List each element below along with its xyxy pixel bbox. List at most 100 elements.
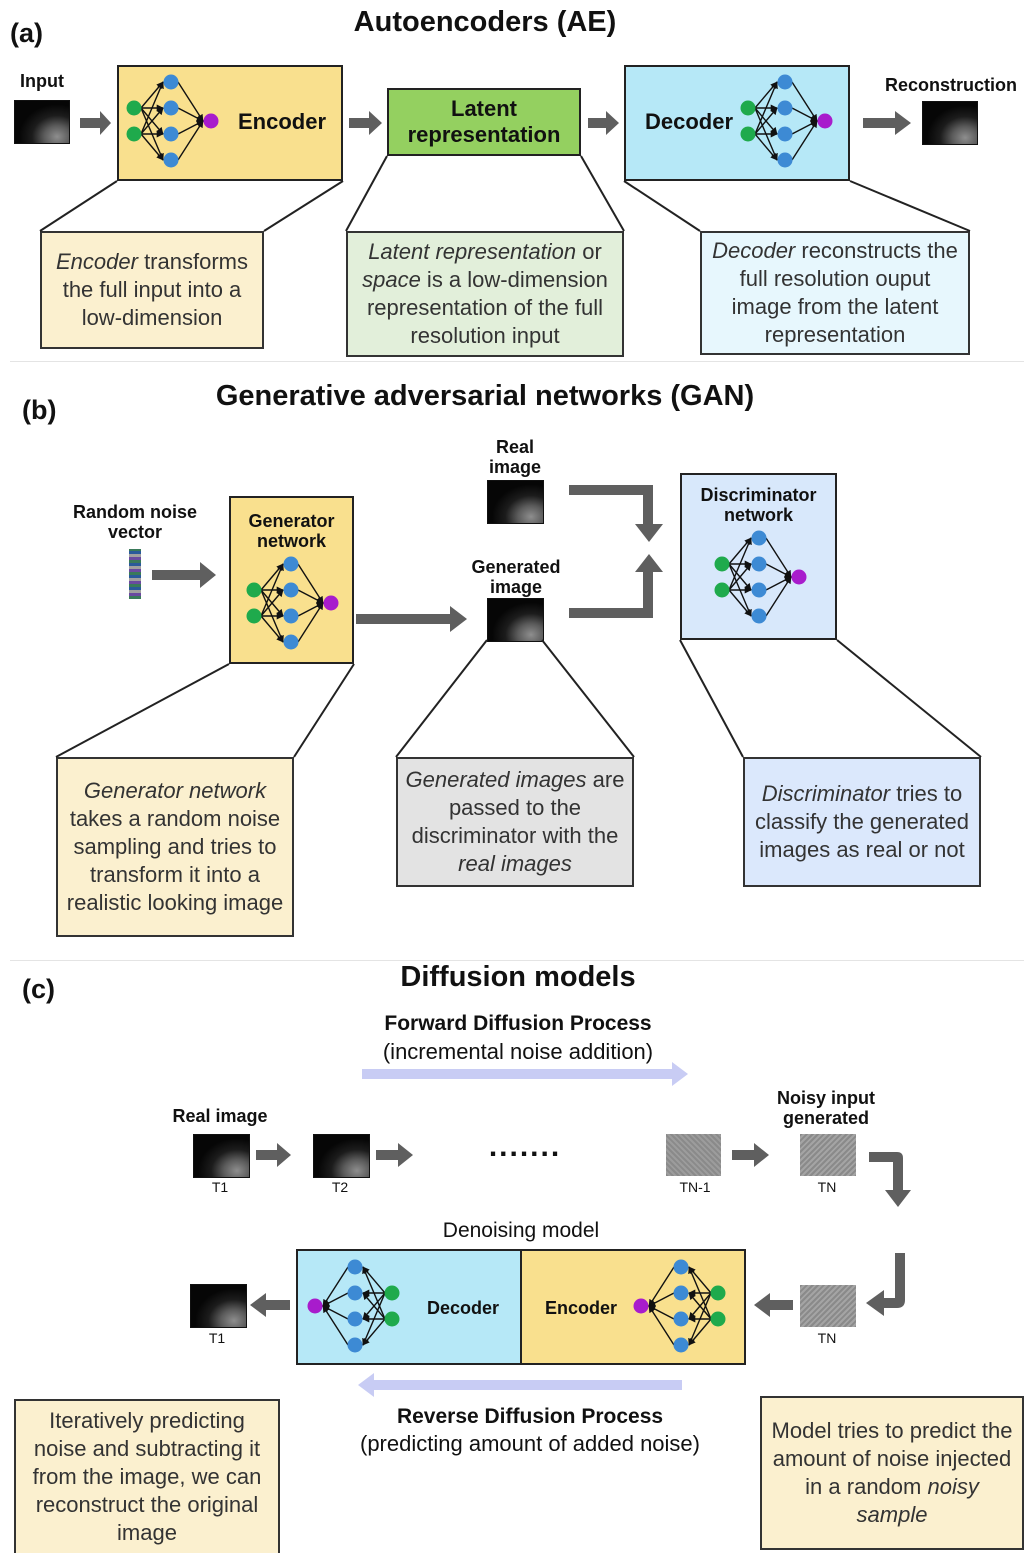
panel-c-title: Diffusion models bbox=[400, 961, 636, 993]
latent-label: Latent representation bbox=[407, 96, 561, 148]
generated-desc-text: are passed to the discriminator with the bbox=[411, 767, 625, 848]
generator-desc-text: takes a random noise sampling and tries … bbox=[66, 806, 284, 915]
input-node bbox=[246, 608, 262, 624]
image-tn-1 bbox=[666, 1134, 721, 1176]
decoder-desc-text: reconstructs the full resolution ouput i… bbox=[731, 238, 958, 347]
arrow-generator-generated bbox=[356, 606, 467, 632]
hidden-node bbox=[347, 1285, 363, 1301]
generator-desc-term: Generator network bbox=[83, 778, 267, 804]
arrow-t2-next bbox=[376, 1143, 413, 1167]
label-tn: TN bbox=[817, 1179, 837, 1195]
gan-generator-network bbox=[246, 556, 339, 650]
generated-image-label: Generated image bbox=[471, 557, 561, 598]
latent-desc-text: is a low-dimension representation of the… bbox=[366, 267, 608, 348]
hidden-node bbox=[751, 530, 767, 546]
reverse-diffusion-arrow bbox=[358, 1373, 682, 1397]
hidden-node bbox=[673, 1311, 689, 1327]
noise-desc-text: Model tries to predict the amount of noi… bbox=[771, 1418, 1013, 1499]
arrow-generated-discriminator bbox=[569, 554, 663, 618]
real-image bbox=[487, 480, 544, 524]
input-node bbox=[710, 1285, 726, 1301]
arrow-tn1-tn bbox=[732, 1143, 769, 1167]
denoising-model-label: Denoising model bbox=[442, 1219, 600, 1242]
generator-label: Generator network bbox=[248, 511, 335, 552]
discriminator-label: Discriminator network bbox=[700, 485, 817, 526]
diffusion-encoder-network bbox=[633, 1259, 726, 1353]
input-node bbox=[714, 556, 730, 572]
diffusion-encoder-box bbox=[520, 1249, 746, 1365]
hidden-node bbox=[673, 1337, 689, 1353]
hidden-node bbox=[777, 74, 793, 90]
discriminator-desc-text: tries to classify the generated images a… bbox=[754, 781, 970, 862]
ae-encoder-network bbox=[126, 74, 219, 168]
noise-vector bbox=[129, 549, 141, 599]
label-tn-1: TN-1 bbox=[679, 1179, 711, 1195]
arrow-tn-down bbox=[869, 1152, 911, 1207]
output-node bbox=[817, 113, 833, 129]
output-node bbox=[307, 1298, 323, 1314]
generated-image bbox=[487, 598, 544, 642]
encoder-label: Encoder bbox=[237, 109, 327, 134]
decoder-description: Decoder reconstructs the full resolution… bbox=[700, 231, 970, 355]
arrow-down-to-tn bbox=[866, 1253, 905, 1316]
hidden-node bbox=[283, 582, 299, 598]
hidden-node bbox=[673, 1285, 689, 1301]
gan-flow-arrows bbox=[152, 485, 663, 632]
ae-flow-arrows bbox=[80, 111, 911, 135]
image-tn-input bbox=[800, 1285, 856, 1327]
input-node bbox=[710, 1311, 726, 1327]
reconstruction-label: Reconstruction bbox=[884, 75, 1017, 95]
encoder-desc-text: transforms the full input into a low-dim… bbox=[62, 249, 248, 330]
panel-a-title: Autoencoders (AE) bbox=[353, 6, 617, 38]
arrow-input-encoder bbox=[80, 111, 111, 135]
discriminator-box bbox=[680, 473, 837, 640]
noise-prediction-description: Model tries to predict the amount of noi… bbox=[760, 1396, 1024, 1550]
arrow-tn-encoder bbox=[754, 1293, 793, 1317]
image-t1-output bbox=[190, 1284, 247, 1328]
output-node bbox=[633, 1298, 649, 1314]
diffusion-encoder-label: Encoder bbox=[544, 1298, 618, 1318]
input-node bbox=[740, 126, 756, 142]
ellipsis: ....... bbox=[488, 1130, 562, 1163]
noisy-input-label: Noisy input generated bbox=[777, 1088, 875, 1129]
image-t1 bbox=[193, 1134, 250, 1178]
ae-callout-lines bbox=[39, 155, 971, 232]
input-node bbox=[740, 100, 756, 116]
forward-title: Forward Diffusion Process bbox=[384, 1012, 652, 1035]
panel-b-label: (b) bbox=[22, 395, 57, 425]
image-tn bbox=[800, 1134, 856, 1176]
reverse-subtitle: (predicting amount of added noise) bbox=[360, 1431, 700, 1456]
encoder-description: Encoder transforms the full input into a… bbox=[40, 231, 264, 349]
separator-a-b bbox=[10, 361, 1024, 362]
panel-c-label: (c) bbox=[22, 974, 55, 1004]
arrow-real-discriminator bbox=[569, 485, 663, 542]
reconstruction-description: Iteratively predicting noise and subtrac… bbox=[14, 1399, 280, 1553]
hidden-node bbox=[163, 126, 179, 142]
decoder-desc-term: Decoder bbox=[712, 238, 796, 264]
arrow-decoder-reconstruction bbox=[863, 111, 911, 135]
input-node bbox=[126, 126, 142, 142]
hidden-node bbox=[163, 152, 179, 168]
reverse-title: Reverse Diffusion Process bbox=[396, 1405, 664, 1428]
latent-box bbox=[387, 88, 581, 156]
label-tn-input: TN bbox=[817, 1330, 837, 1346]
hidden-node bbox=[283, 556, 299, 572]
hidden-node bbox=[283, 608, 299, 624]
output-node bbox=[203, 113, 219, 129]
hidden-node bbox=[777, 100, 793, 116]
forward-diffusion-arrow bbox=[362, 1062, 688, 1086]
latent-desc-space: space bbox=[362, 267, 421, 293]
arrow-decoder-t1 bbox=[250, 1293, 290, 1317]
diffusion-real-image-label: Real image bbox=[172, 1106, 268, 1126]
input-image bbox=[14, 100, 70, 144]
output-node bbox=[791, 569, 807, 585]
hidden-node bbox=[777, 152, 793, 168]
label-t1: T1 bbox=[211, 1179, 229, 1195]
hidden-node bbox=[751, 608, 767, 624]
hidden-node bbox=[163, 100, 179, 116]
hidden-node bbox=[347, 1259, 363, 1275]
input-node bbox=[714, 582, 730, 598]
panel-a-label: (a) bbox=[10, 18, 43, 48]
diffusion-decoder-network bbox=[307, 1259, 400, 1353]
